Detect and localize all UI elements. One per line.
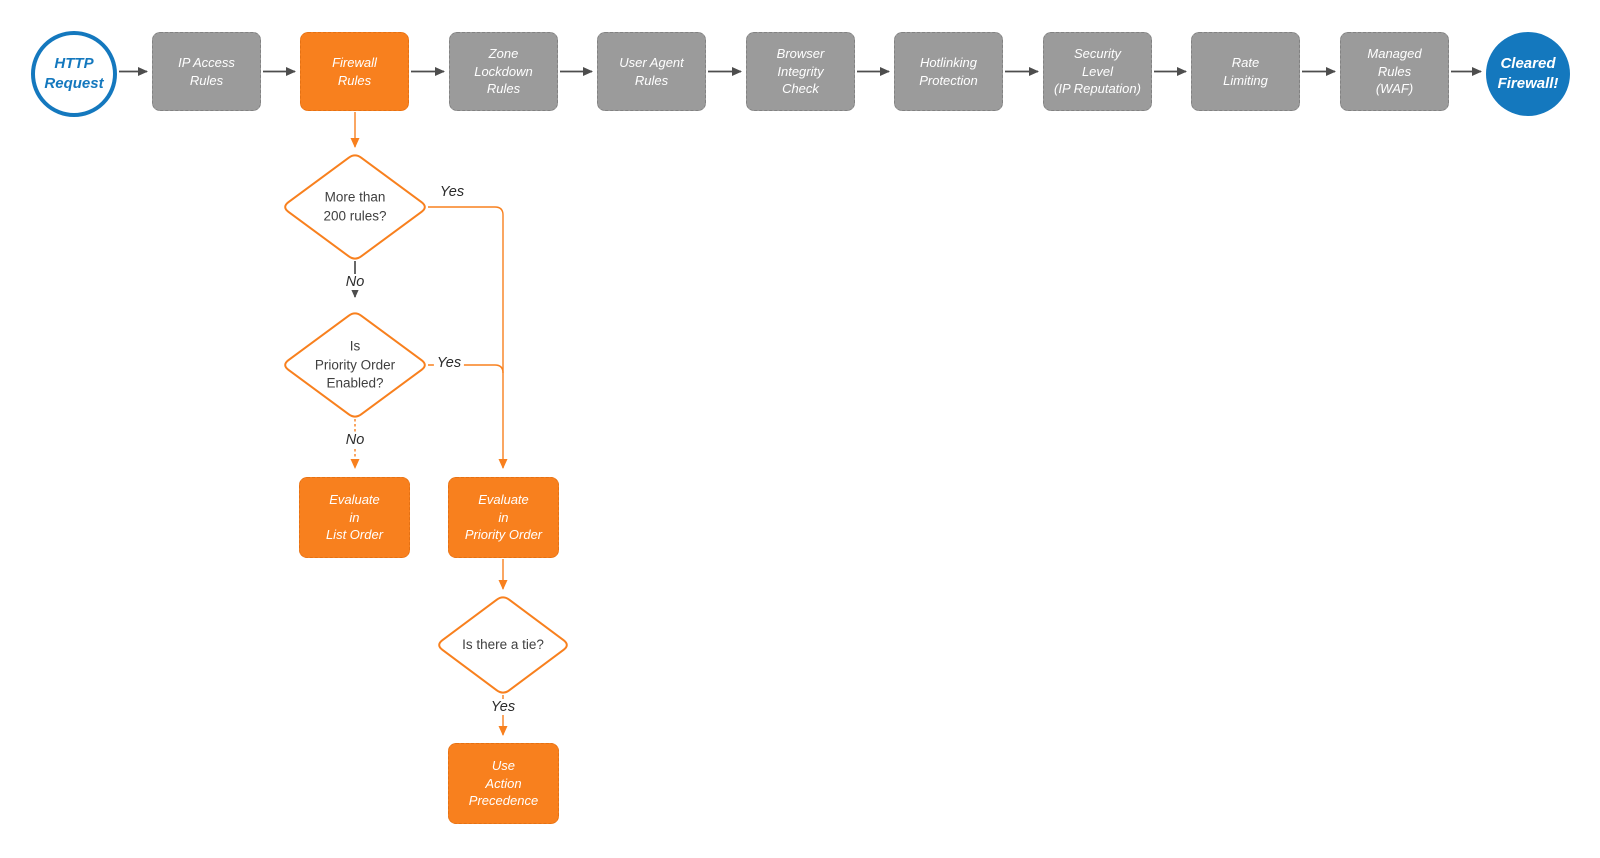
edge-label-more-than-200-yes: Yes	[439, 184, 465, 200]
node-user-agent-rules: User Agent Rules	[597, 32, 706, 111]
decision-more-than-200-shape	[284, 154, 426, 260]
node-cleared-firewall: Cleared Firewall!	[1486, 32, 1570, 116]
node-ip-access-rules: IP Access Rules	[152, 32, 261, 111]
node-hotlinking-protection: Hotlinking Protection	[894, 32, 1003, 111]
edge-label-more-than-200-no: No	[342, 274, 368, 290]
node-http-request: HTTP Request	[31, 31, 117, 117]
node-firewall-rules: Firewall Rules	[300, 32, 409, 111]
decision-tie-shape	[438, 596, 568, 694]
node-zone-lockdown-rules: Zone Lockdown Rules	[449, 32, 558, 111]
node-evaluate-in-list-order: Evaluate in List Order	[299, 477, 410, 558]
edge-label-priority-enabled-yes: Yes	[433, 355, 465, 371]
edge-priority-enabled-yes	[428, 364, 504, 374]
edge-more-than-200-yes	[428, 206, 508, 469]
decision-priority-enabled-shape	[284, 312, 426, 418]
edge-label-priority-enabled-no: No	[342, 432, 368, 448]
decision-tie-label: Is there a tie?	[462, 636, 544, 652]
node-rate-limiting: Rate Limiting	[1191, 32, 1300, 111]
edge-label-tie-yes: Yes	[487, 699, 519, 715]
node-managed-rules-waf: Managed Rules (WAF)	[1340, 32, 1449, 111]
node-use-action-precedence: Use Action Precedence	[448, 743, 559, 824]
decision-priority-enabled-label: Is Priority Order Enabled?	[314, 338, 396, 391]
node-security-level: Security Level (IP Reputation)	[1043, 32, 1152, 111]
decision-more-than-200-label: More than 200 rules?	[323, 189, 387, 224]
node-browser-integrity-check: Browser Integrity Check	[746, 32, 855, 111]
node-evaluate-in-priority-order: Evaluate in Priority Order	[448, 477, 559, 558]
